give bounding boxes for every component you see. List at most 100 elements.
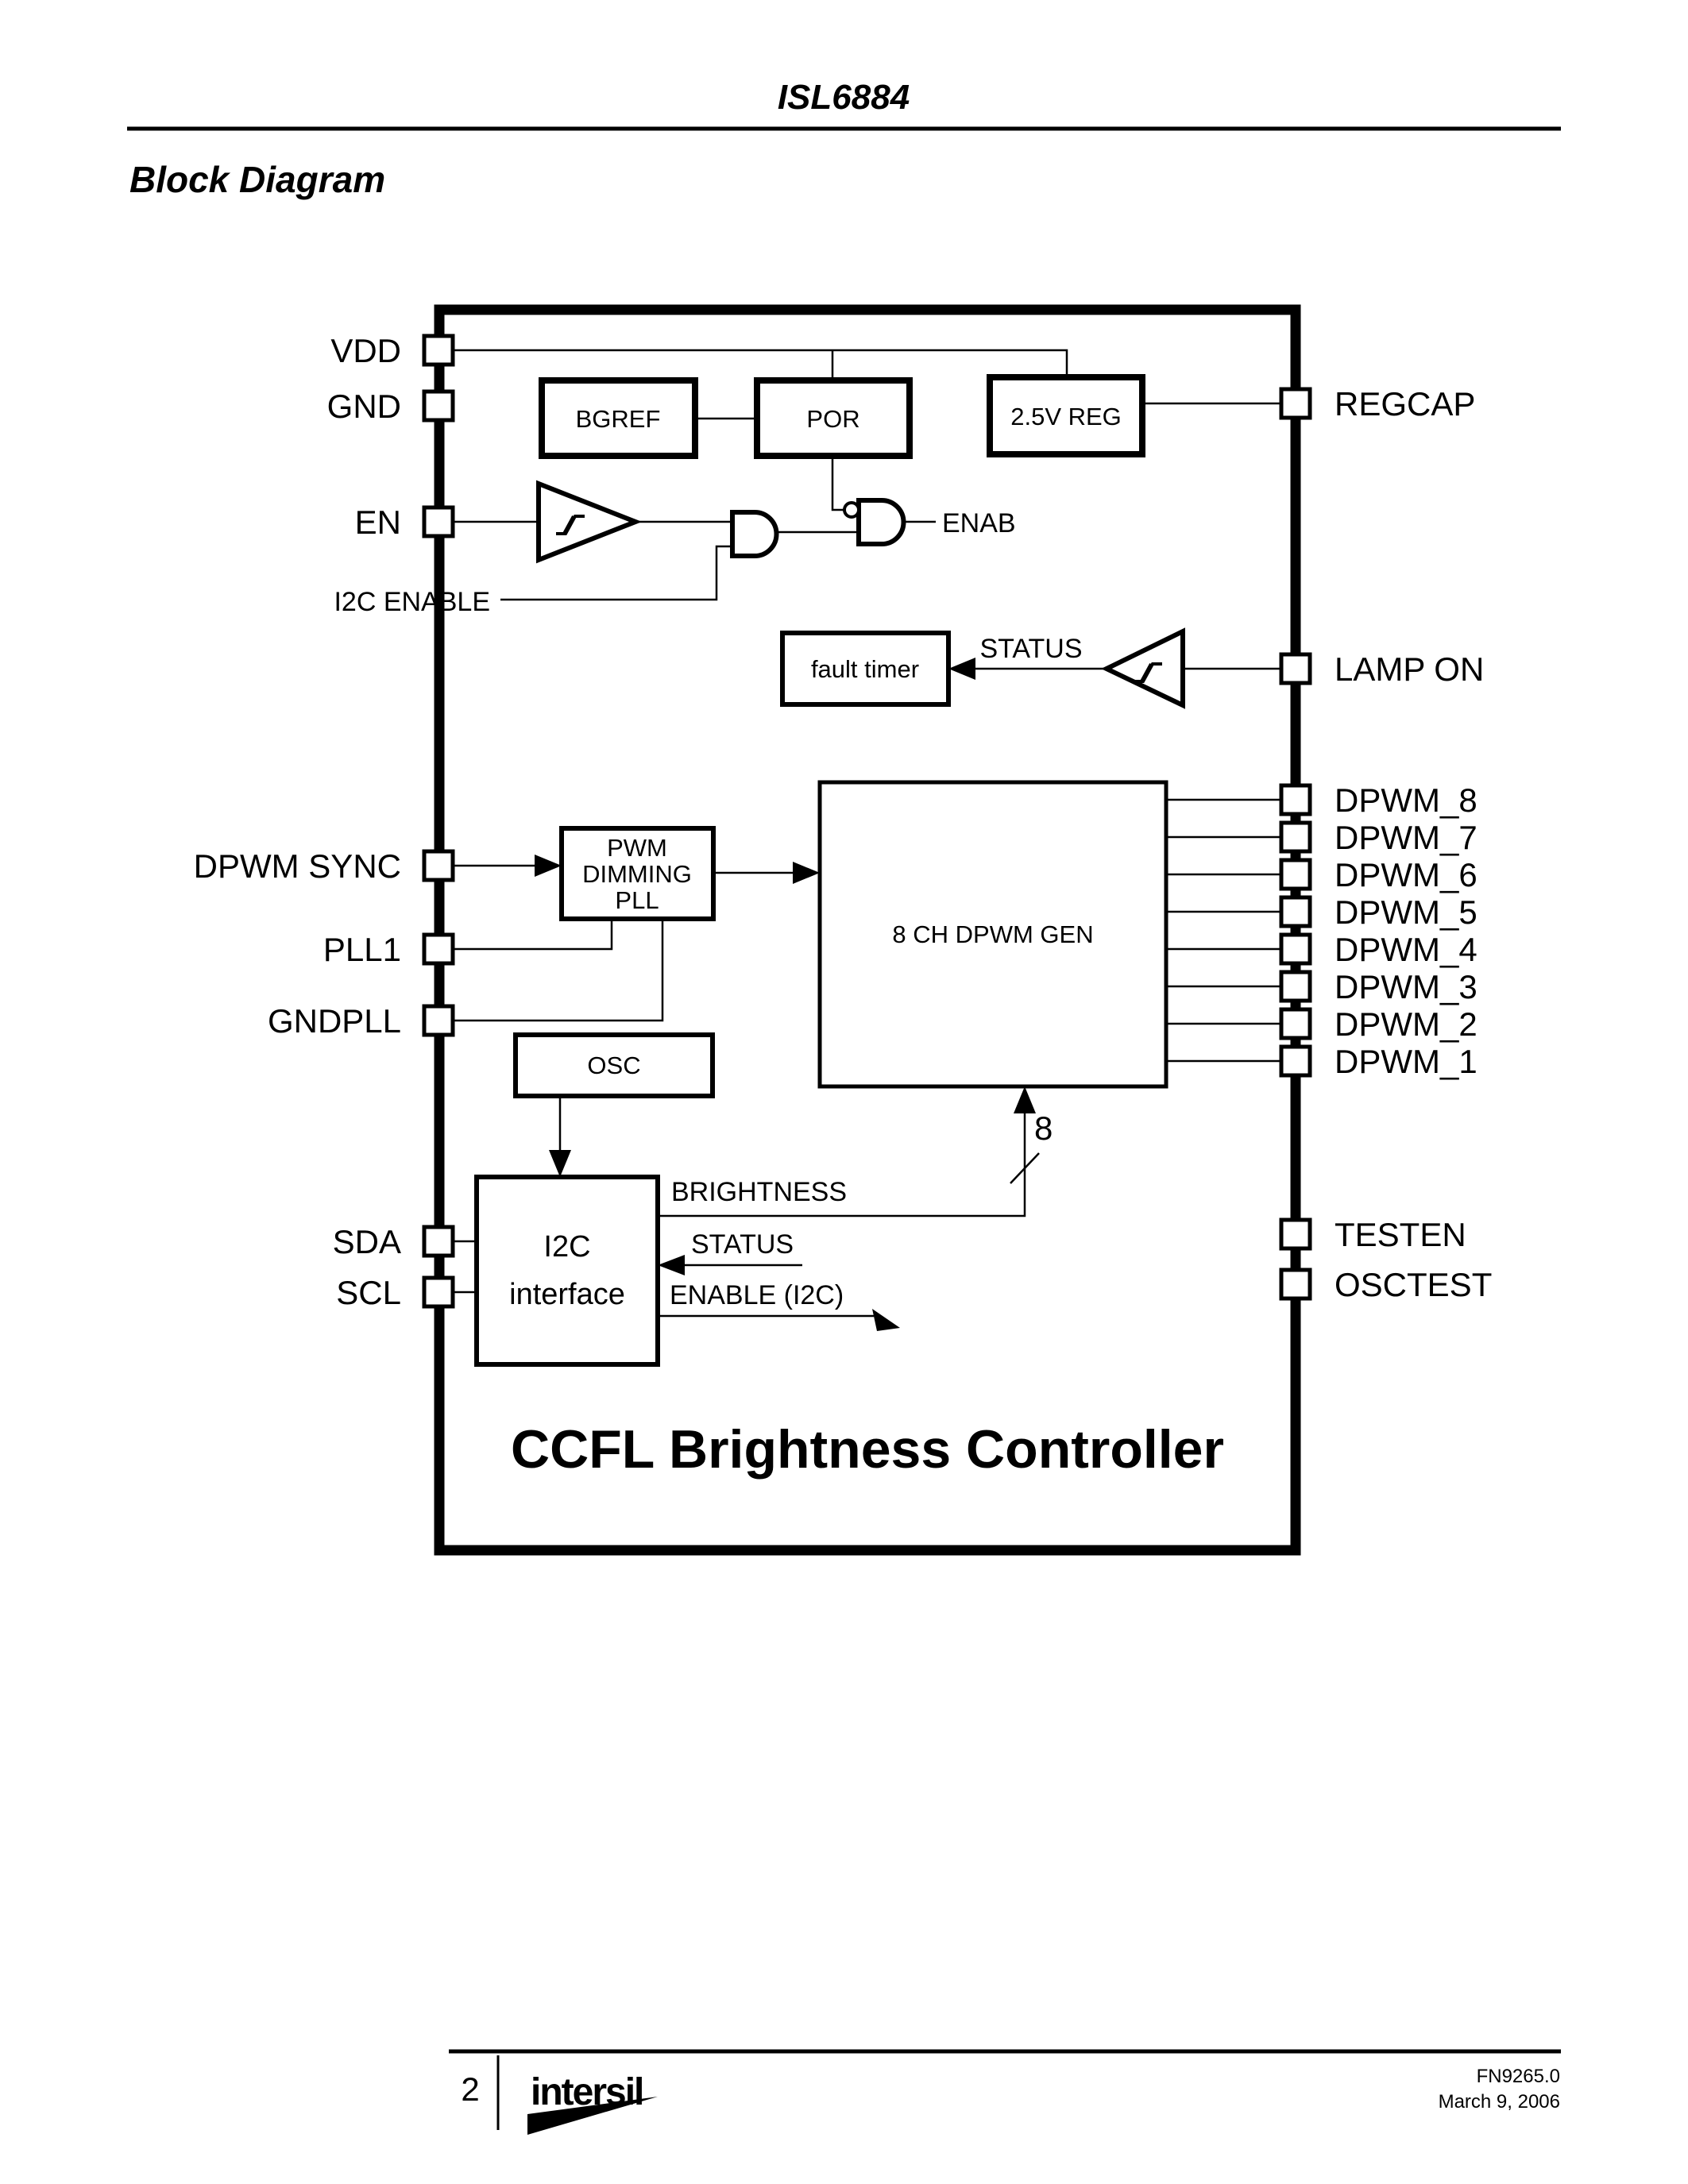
pin-label-dpwm8: DPWM_8	[1335, 781, 1477, 819]
pin-label-dpwm2: DPWM_2	[1335, 1005, 1477, 1043]
pin-label-gndpll: GNDPLL	[268, 1002, 401, 1040]
right-pins	[1279, 387, 1312, 1301]
pin-lamp-on	[1279, 652, 1312, 685]
dpwm-output-wires	[1166, 798, 1281, 1063]
enable-i2c-arrowhead-icon	[872, 1309, 900, 1331]
left-pin-labels: VDD GND EN DPWM SYNC PLL1 GNDPLL SDA SCL	[194, 332, 401, 1311]
pin-scl	[422, 1275, 455, 1309]
osc-block: OSC	[513, 1032, 715, 1098]
pin-label-dpwm3: DPWM_3	[1335, 968, 1477, 1005]
bgref-label: BGREF	[576, 405, 661, 433]
footer-date: March 9, 2006	[1439, 2091, 1560, 2113]
en-schmitt-trigger-symbol	[536, 480, 643, 564]
pwm-pll-label-1: PWM	[607, 834, 667, 862]
por-label: POR	[806, 405, 859, 433]
pin-dpwm5	[1279, 895, 1312, 928]
status-top-signal-label: STATUS	[979, 634, 1082, 664]
pin-dpwm4	[1279, 932, 1312, 966]
fault-timer-label: fault timer	[811, 655, 919, 683]
bus-width-slash-icon	[1010, 1152, 1040, 1184]
i2c-enable-signal-label: I2C ENABLE	[334, 587, 490, 617]
fault-timer-block: fault timer	[780, 631, 951, 707]
dpwm-gen-block: 8 CH DPWM GEN	[817, 780, 1168, 1089]
pin-dpwm7	[1279, 820, 1312, 854]
osc-label: OSC	[587, 1051, 640, 1079]
pwm-pll-label-2: DIMMING	[582, 860, 692, 888]
pin-dpwm8	[1279, 783, 1312, 816]
dpwm-gen-label: 8 CH DPWM GEN	[892, 920, 1093, 948]
dpwmsync-arrowhead-icon	[535, 855, 562, 877]
bus-arrowhead-icon	[1014, 1086, 1036, 1113]
chip-title: CCFL Brightness Controller	[511, 1419, 1224, 1480]
i2c-label-1: I2C	[543, 1230, 590, 1264]
right-pin-labels: REGCAP LAMP ON DPWM_8 DPWM_7 DPWM_6 DPWM…	[1335, 385, 1492, 1303]
pin-en	[422, 505, 455, 538]
and-gate-symbol	[730, 510, 779, 558]
bus-width-label: 8	[1034, 1109, 1053, 1147]
por-nand-wire	[831, 456, 844, 511]
pin-label-pll1: PLL1	[323, 931, 401, 968]
pll-gen-arrowhead-icon	[793, 862, 820, 884]
pin-label-testen: TESTEN	[1335, 1216, 1466, 1253]
pin-vdd	[422, 334, 455, 367]
pin-sda	[422, 1225, 455, 1258]
pin-label-dpwm-sync: DPWM SYNC	[194, 847, 401, 885]
pin-dpwm6	[1279, 858, 1312, 891]
enab-signal-label: ENAB	[942, 508, 1016, 538]
i2c-label-2: interface	[509, 1278, 625, 1311]
pin-label-regcap: REGCAP	[1335, 385, 1475, 423]
pin-label-dpwm5: DPWM_5	[1335, 893, 1477, 931]
footer-page-number: 2	[461, 2070, 479, 2108]
lampon-buffer-symbol	[1101, 627, 1185, 709]
pin-label-dpwm7: DPWM_7	[1335, 819, 1477, 856]
pin-osctest	[1279, 1268, 1312, 1301]
pin-label-osctest: OSCTEST	[1335, 1266, 1492, 1303]
por-block: POR	[754, 377, 913, 459]
pin-dpwm-sync	[422, 849, 455, 882]
pin-dpwm2	[1279, 1007, 1312, 1040]
chip-outline	[434, 304, 1301, 1556]
nand-gate-symbol	[843, 498, 906, 546]
pin-testen	[1279, 1217, 1312, 1251]
pwm-pll-label-3: PLL	[615, 886, 659, 914]
pin-label-dpwm1: DPWM_1	[1335, 1043, 1477, 1080]
i2c-interface-block: I2C interface	[474, 1175, 660, 1367]
hysteresis-icon	[1134, 662, 1162, 683]
pin-gnd	[422, 389, 455, 423]
vdd-wire	[453, 349, 1068, 377]
brightness-signal-label: BRIGHTNESS	[671, 1177, 847, 1207]
left-pins	[422, 334, 455, 1309]
reg25-label: 2.5V REG	[1010, 403, 1122, 430]
pin-label-dpwm6: DPWM_6	[1335, 856, 1477, 893]
pin-label-dpwm4: DPWM_4	[1335, 931, 1477, 968]
bgref-block: BGREF	[539, 377, 698, 459]
i2c-enable-wire	[500, 545, 732, 601]
pin-regcap	[1279, 387, 1312, 420]
status-bottom-signal-label: STATUS	[691, 1229, 794, 1260]
pin-dpwm1	[1279, 1044, 1312, 1078]
pin-label-vdd: VDD	[330, 332, 401, 369]
section-heading: Block Diagram	[129, 159, 385, 200]
reg25-block: 2.5V REG	[987, 374, 1145, 457]
pin-pll1	[422, 932, 455, 966]
brightness-bus-wire	[658, 1104, 1026, 1217]
status-arrowhead-icon	[948, 658, 975, 680]
pll1-wire	[453, 919, 613, 951]
inverter-bubble-icon	[843, 501, 860, 519]
footer-doc-number: FN9265.0	[1477, 2066, 1560, 2087]
status-bottom-arrowhead-icon	[658, 1255, 685, 1275]
pin-label-scl: SCL	[336, 1274, 401, 1311]
hysteresis-icon	[556, 515, 585, 535]
pin-label-en: EN	[355, 504, 401, 541]
page-title: ISL6884	[778, 78, 910, 117]
pin-label-sda: SDA	[333, 1223, 401, 1260]
pin-dpwm3	[1279, 970, 1312, 1003]
gndpll-wire	[453, 919, 664, 1022]
pin-label-lamp-on: LAMP ON	[1335, 650, 1484, 688]
osc-i2c-arrowhead-icon	[549, 1150, 571, 1177]
intersil-logo: intersil	[527, 2071, 658, 2135]
pwm-dimming-pll-block: PWM DIMMING PLL	[559, 826, 716, 921]
logo-swoosh-icon	[527, 2097, 658, 2135]
